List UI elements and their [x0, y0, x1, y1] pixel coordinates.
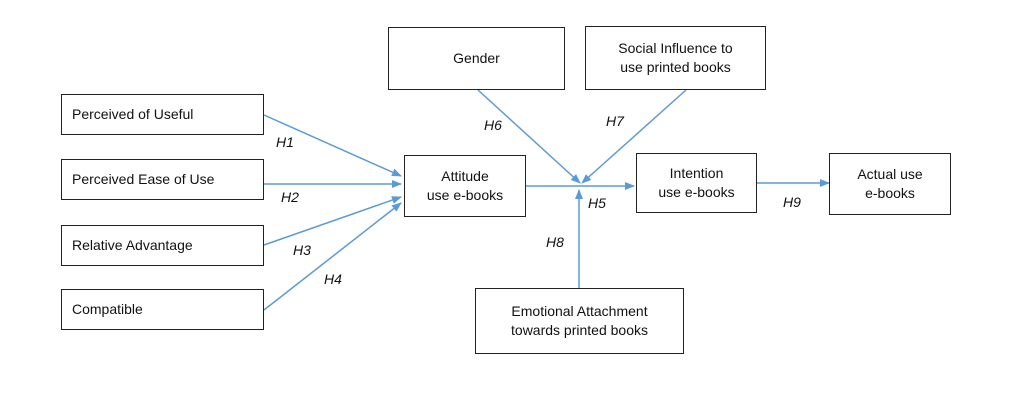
hypothesis-label-h8: H8 — [546, 234, 564, 250]
hypothesis-label-h9: H9 — [783, 194, 801, 210]
node-label: Actual use e-books — [857, 166, 923, 201]
arrow-h6 — [477, 89, 581, 184]
hypothesis-label-h2: H2 — [281, 189, 299, 205]
hypothesis-label-h3: H3 — [293, 242, 311, 258]
hypothesis-label-h6: H6 — [484, 117, 502, 133]
node-label: Intention use e-books — [658, 165, 735, 200]
node-emotional-attachment: Emotional Attachment towards printed boo… — [475, 288, 684, 354]
node-label: Relative Advantage — [72, 237, 193, 254]
node-intention: Intention use e-books — [636, 153, 757, 213]
hypothesis-label-h1: H1 — [276, 134, 294, 150]
node-label: Social Influence to use printed books — [618, 40, 733, 75]
node-attitude: Attitude use e-books — [404, 155, 526, 217]
node-social-influence: Social Influence to use printed books — [585, 26, 766, 90]
node-label: Attitude use e-books — [426, 168, 504, 203]
node-relative-advantage: Relative Advantage — [61, 225, 264, 266]
node-label: Gender — [453, 50, 500, 67]
hypothesis-label-h4: H4 — [324, 271, 342, 287]
node-compatible: Compatible — [61, 289, 264, 330]
node-perceived-useful: Perceived of Useful — [61, 94, 264, 135]
hypothesis-label-h7: H7 — [606, 113, 624, 129]
arrow-h1 — [263, 114, 402, 177]
arrow-h3 — [263, 196, 402, 246]
hypothesis-label-h5: H5 — [588, 195, 606, 211]
node-label: Compatible — [72, 301, 143, 318]
arrow-h7 — [581, 89, 687, 184]
node-label: Perceived of Useful — [72, 106, 194, 123]
arrow-h4 — [263, 202, 402, 311]
node-actual-use: Actual use e-books — [829, 153, 951, 215]
node-label: Emotional Attachment towards printed boo… — [511, 303, 648, 338]
node-label: Perceived Ease of Use — [72, 171, 215, 188]
node-perceived-ease-of-use: Perceived Ease of Use — [61, 159, 264, 200]
node-gender: Gender — [388, 27, 565, 90]
